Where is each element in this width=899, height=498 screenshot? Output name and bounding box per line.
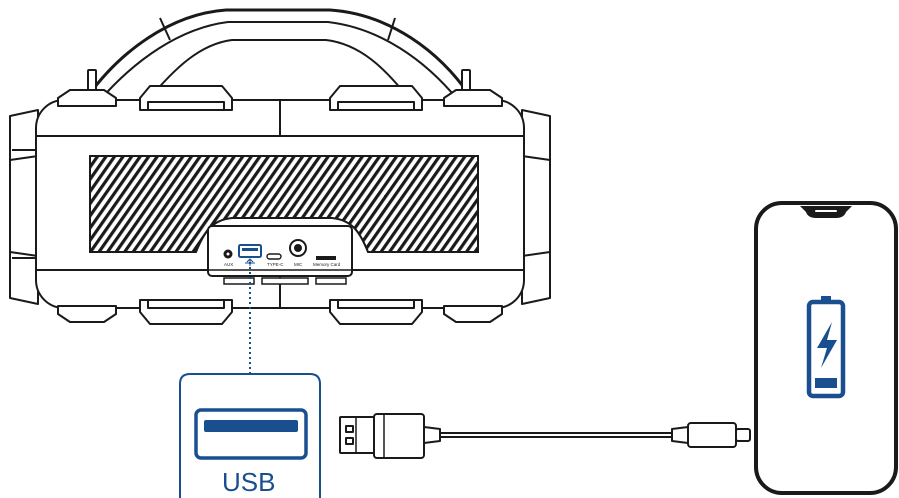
- clip-top-left: [139, 85, 233, 111]
- clip-top-right: [329, 85, 423, 111]
- mic-label: MIC: [294, 262, 303, 267]
- clip-bottom-left: [139, 299, 233, 325]
- handle: [86, 8, 472, 97]
- usb-callout-label: USB: [222, 467, 275, 497]
- usb-port-large-icon: [194, 408, 308, 460]
- type-c-port-icon: [266, 253, 282, 260]
- lightning-bolt-icon: [817, 322, 837, 368]
- memory-card-slot-icon: [316, 256, 336, 260]
- speaker-grille: [89, 155, 479, 253]
- type-c-label: TYPE-C: [267, 262, 284, 267]
- battery-charging-icon: [806, 296, 846, 399]
- usb-callout: USB: [179, 373, 321, 498]
- memory-card-label: Memory Card: [313, 262, 341, 267]
- aux-label: AUX: [224, 262, 233, 267]
- port-panel: AUX TYPE-C MIC Memory Card: [207, 225, 353, 285]
- usb-cable-icon: [339, 413, 751, 459]
- left-end-cap: [9, 109, 39, 305]
- right-end-cap: [521, 109, 551, 305]
- clip-bottom-right: [329, 299, 423, 325]
- smartphone-icon: [754, 201, 898, 495]
